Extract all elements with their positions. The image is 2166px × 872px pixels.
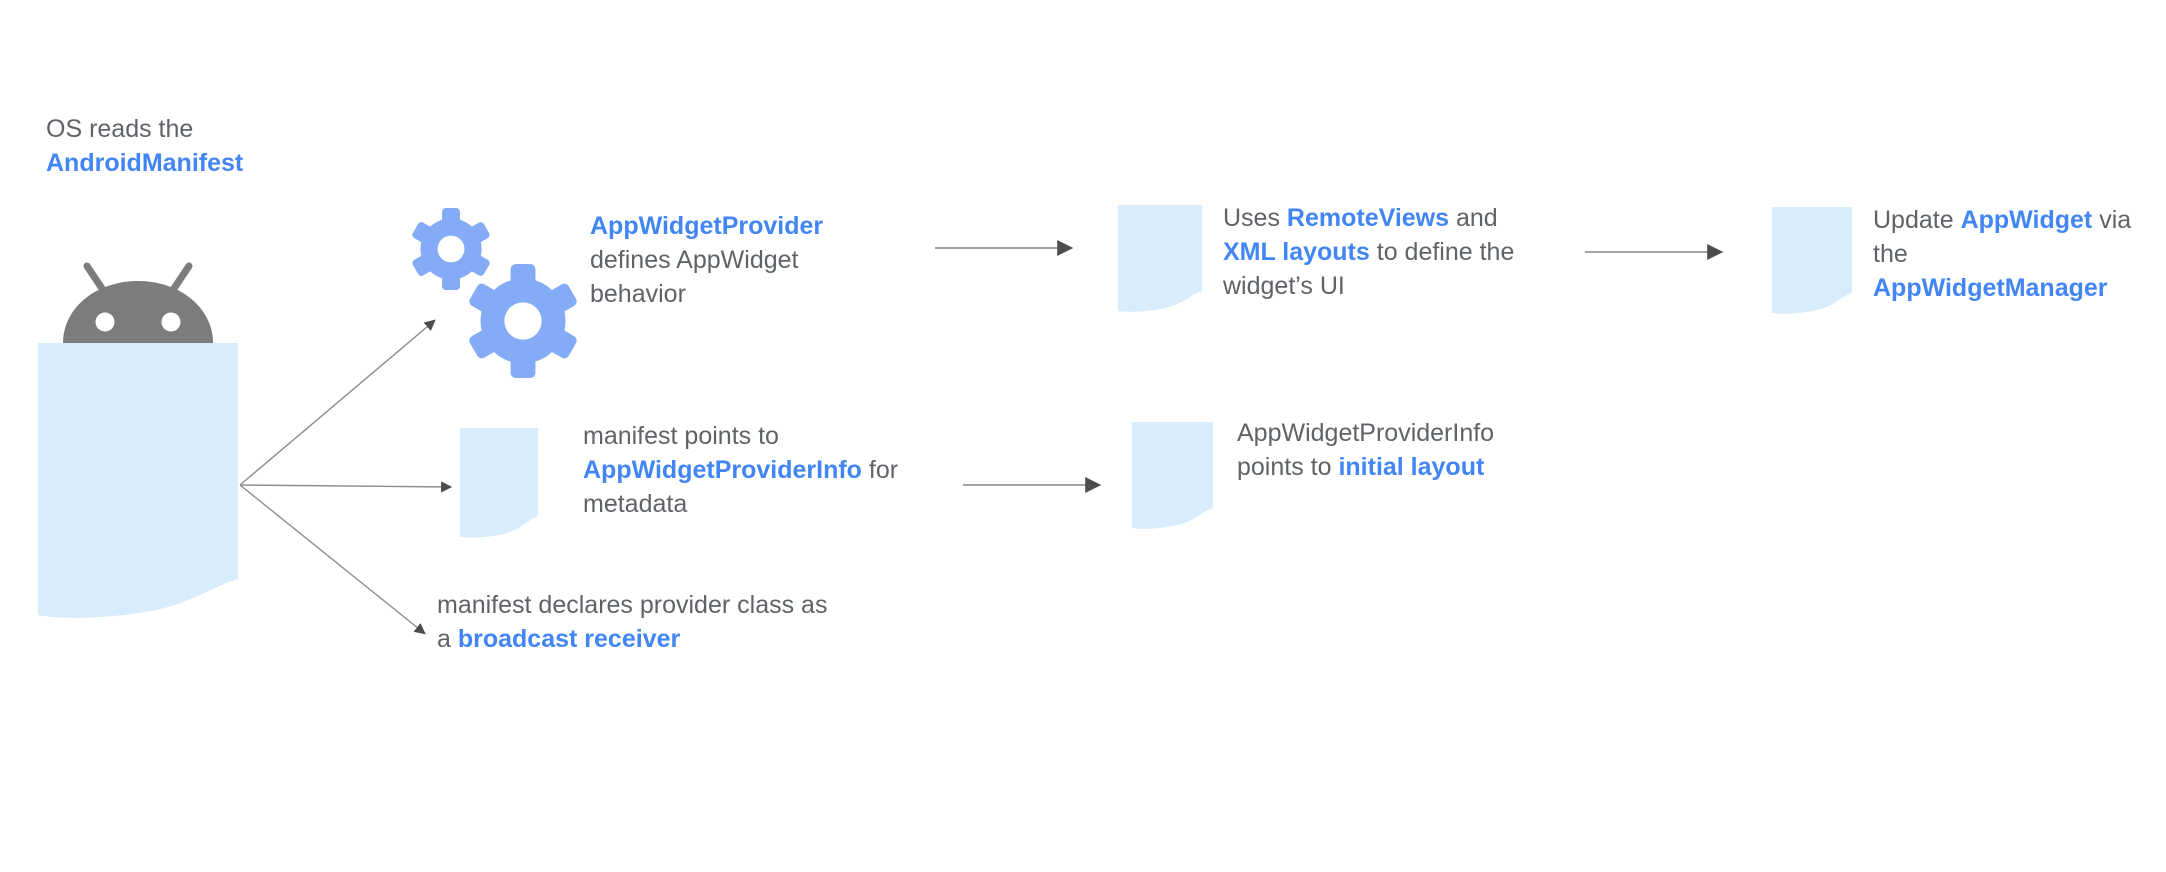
text-line: AppWidgetManager: [1873, 271, 2131, 305]
arrow-manifest-to-providerinfo: [239, 481, 453, 493]
text-line: defines AppWidget: [590, 246, 799, 274]
text-line: AppWidgetProviderInfo for: [583, 456, 899, 484]
xml-layouts-link[interactable]: XML layouts: [1223, 238, 1370, 266]
manifest-document-icon: [38, 343, 238, 618]
text-line: a broadcast receiver: [437, 625, 681, 653]
appwidgetprovider-text-block: AppWidgetProvider defines AppWidget behavi…: [590, 209, 823, 311]
text-line: OS reads the: [46, 115, 194, 143]
text-line: points to initial layout: [1237, 453, 1485, 481]
initiallayout-text-block: AppWidgetProviderInfo points to initial l…: [1237, 416, 1494, 484]
text-line: manifest points to: [583, 422, 779, 450]
androidmanifest-link[interactable]: AndroidManifest: [46, 149, 244, 177]
providerinfo-document-icon: [460, 428, 538, 538]
initiallayout-document-icon: [1132, 422, 1213, 529]
arrow-manifest-to-broadcast: [239, 484, 426, 635]
text-line: Uses RemoteViews and: [1223, 204, 1498, 232]
remoteviews-link[interactable]: RemoteViews: [1286, 204, 1450, 232]
text-line: AndroidManifest: [46, 146, 243, 180]
text-line: AppWidgetProviderInfo: [1237, 419, 1495, 447]
arrow-manifest-to-gears: [239, 319, 436, 486]
android-robot-icon: [63, 262, 213, 343]
update-document-icon: [1772, 207, 1852, 314]
text-line: widget’s UI: [1223, 272, 1345, 300]
text-line: AppWidgetProvider: [590, 209, 823, 243]
initial-layout-link[interactable]: initial layout: [1338, 453, 1485, 481]
text-line: XML layouts to define the: [1223, 238, 1515, 266]
text-line: the: [1873, 240, 1908, 268]
appwidgetproviderinfo-link[interactable]: AppWidgetProviderInfo: [583, 456, 862, 484]
appwidgetprovider-link[interactable]: AppWidgetProvider: [590, 212, 824, 240]
appwidgetmanager-link[interactable]: AppWidgetManager: [1873, 274, 2108, 302]
text-line: behavior: [590, 280, 686, 308]
remoteviews-document-icon: [1118, 205, 1202, 312]
gear-large-icon: [467, 264, 579, 378]
text-line: manifest declares provider class as: [437, 591, 828, 619]
text-line: Update AppWidget via: [1873, 206, 2132, 234]
text-line: metadata: [583, 490, 688, 518]
appwidget-link[interactable]: AppWidget: [1960, 206, 2093, 234]
broadcast-receiver-link[interactable]: broadcast receiver: [457, 625, 681, 653]
manifest-points-text-block: manifest points to AppWidgetProviderInfo …: [583, 419, 898, 521]
broadcast-receiver-text-block: manifest declares provider class as a bro…: [437, 588, 827, 656]
